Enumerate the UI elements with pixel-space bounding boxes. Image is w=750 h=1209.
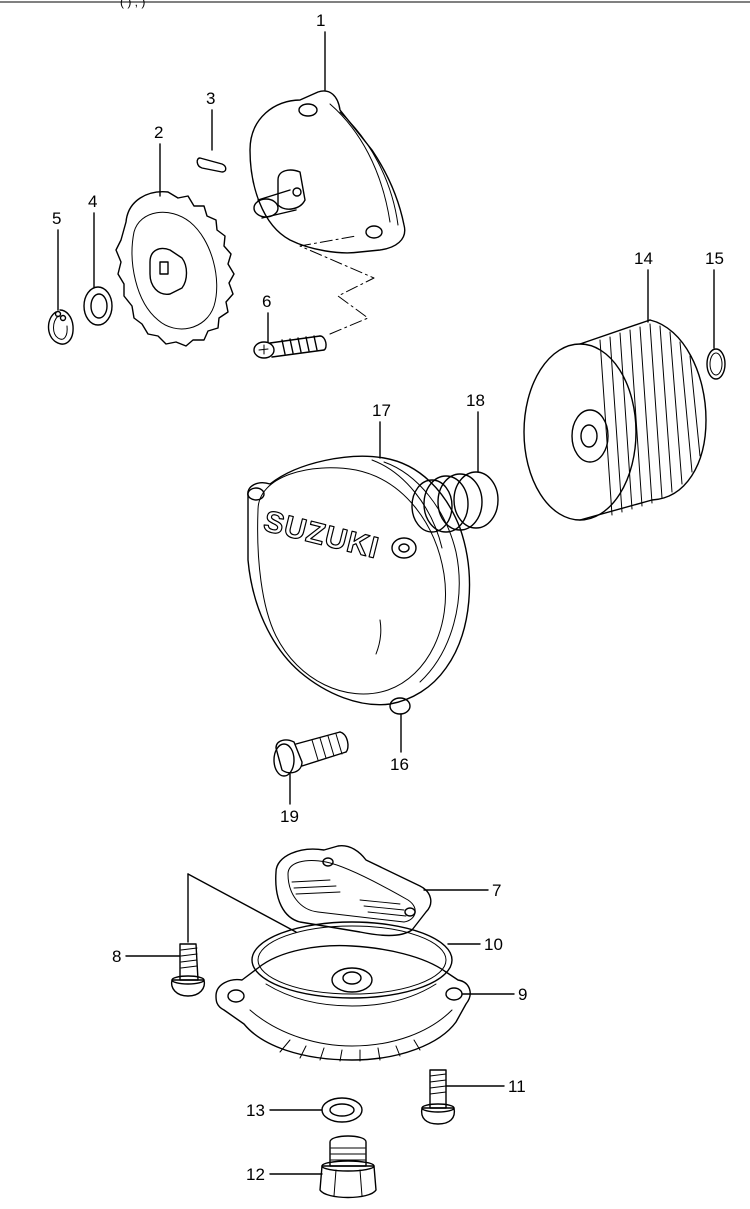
pump-body-part	[250, 91, 405, 253]
pump-gear-part	[116, 192, 234, 346]
callout-12: 12	[246, 1165, 265, 1184]
callout-1: 1	[316, 11, 325, 30]
bolt-19-part	[274, 732, 348, 776]
washer-part	[84, 287, 112, 325]
key-part	[197, 158, 226, 172]
drain-plug-part	[320, 1136, 376, 1198]
oil-filter-part	[524, 320, 706, 520]
cover-lettering: SUZUKI	[260, 505, 382, 565]
callout-13: 13	[246, 1101, 265, 1120]
bolt-8-part	[172, 944, 205, 996]
callout-14: 14	[634, 249, 653, 268]
o-ring-15-part	[707, 349, 725, 379]
gasket-washer-part	[322, 1098, 362, 1122]
gasket-part	[276, 846, 431, 936]
callout-5: 5	[52, 209, 61, 228]
callout-9: 9	[518, 985, 527, 1004]
callout-16: 16	[390, 755, 409, 774]
header-caption: ( ) , )	[120, 0, 145, 9]
callout-4: 4	[88, 192, 97, 211]
callout-2: 2	[154, 123, 163, 142]
callout-18: 18	[466, 391, 485, 410]
bolt-11-part	[422, 1070, 455, 1124]
spring-part	[412, 472, 498, 532]
callout-17: 17	[372, 401, 391, 420]
callout-8: 8	[112, 947, 121, 966]
callout-7: 7	[492, 881, 501, 900]
callout-6: 6	[262, 292, 271, 311]
callout-19: 19	[280, 807, 299, 826]
callout-3: 3	[206, 89, 215, 108]
oil-strainer-housing-part	[216, 946, 470, 1061]
assembly-line-6	[299, 235, 375, 335]
screw-part	[254, 336, 326, 358]
callout-15: 15	[705, 249, 724, 268]
assembly-line-8	[187, 873, 297, 933]
callout-10: 10	[484, 935, 503, 954]
o-ring-10-part	[252, 922, 452, 998]
filter-cap-part: SUZUKI	[248, 456, 470, 714]
circlip-part	[49, 310, 74, 344]
callout-11: 11	[508, 1077, 526, 1096]
